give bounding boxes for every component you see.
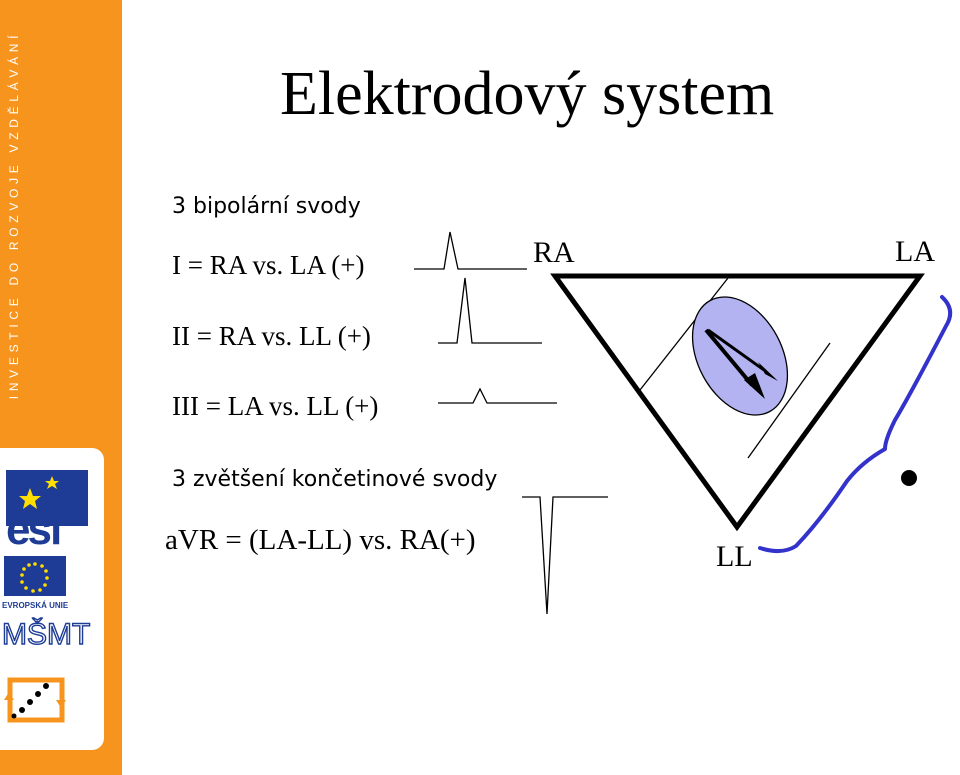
heart-vector-ellipse [673, 281, 806, 432]
label-ra: RA [533, 236, 575, 270]
electrode-dot [901, 470, 917, 486]
waveform-lead-I [414, 232, 527, 269]
label-ll: LL [716, 540, 753, 574]
blue-bracket [760, 297, 950, 551]
waveform-lead-III [438, 389, 557, 403]
waveform-lead-avr [522, 497, 608, 614]
waveform-lead-II [438, 278, 542, 343]
label-la: LA [895, 235, 935, 269]
